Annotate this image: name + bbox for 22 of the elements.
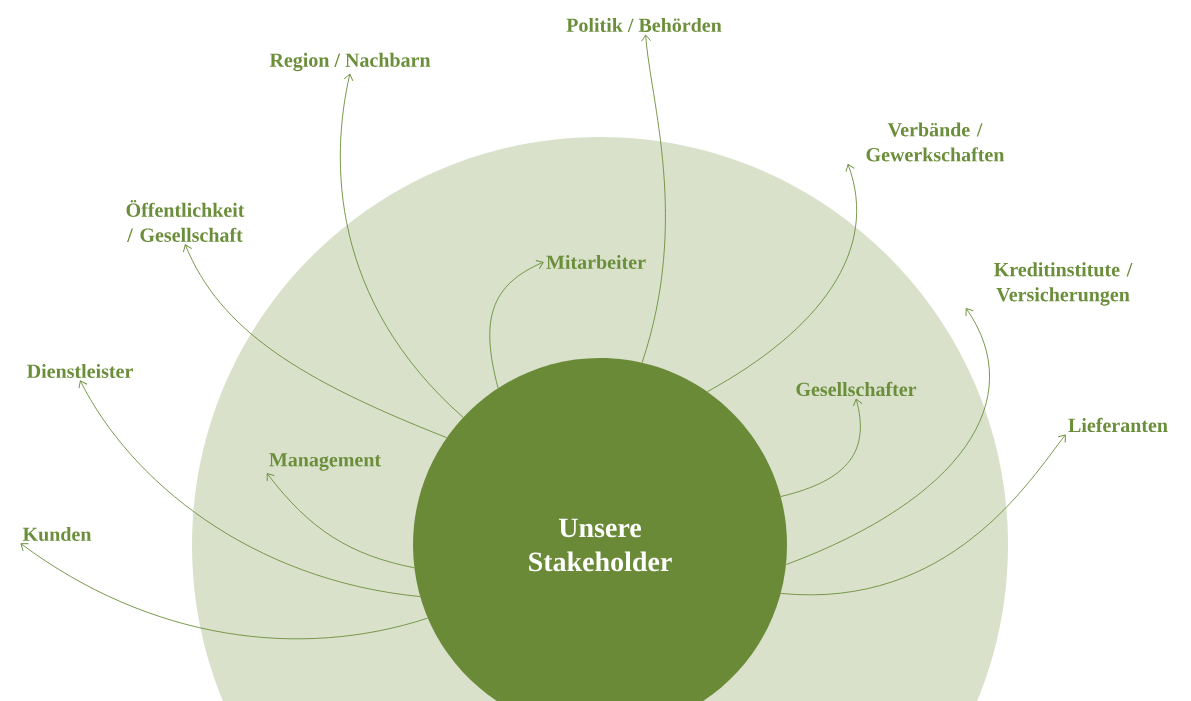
- arrow: [780, 398, 863, 497]
- arrow: [780, 434, 1066, 596]
- stakeholder-label: Region / Nachbarn: [269, 52, 431, 72]
- arrow: [641, 34, 666, 364]
- arrow: [489, 260, 544, 389]
- arrow: [706, 164, 858, 393]
- stakeholder-label: Management: [269, 453, 381, 471]
- arrow: [182, 244, 448, 439]
- stakeholder-label: Mitarbeiter: [546, 254, 646, 269]
- arrow: [339, 73, 464, 418]
- stakeholder-label: Kunden: [22, 526, 92, 542]
- stakeholder-label: Kreditinstitute / Versicherungen: [994, 262, 1133, 306]
- arrow: [20, 543, 429, 640]
- arrow: [785, 308, 990, 565]
- stakeholder-label: Lieferanten: [1068, 417, 1168, 433]
- arrow: [266, 473, 415, 569]
- stakeholder-label: Gesellschafter: [796, 381, 917, 397]
- stakeholder-label: Politik / Behörden: [566, 17, 722, 32]
- stakeholder-label: Verbände / Gewerkschaften: [866, 122, 1005, 162]
- stakeholder-label: Öffentlichkeit / Gesellschaft: [126, 200, 245, 242]
- arrow: [78, 380, 421, 598]
- stakeholder-label: Dienstleister: [27, 363, 133, 378]
